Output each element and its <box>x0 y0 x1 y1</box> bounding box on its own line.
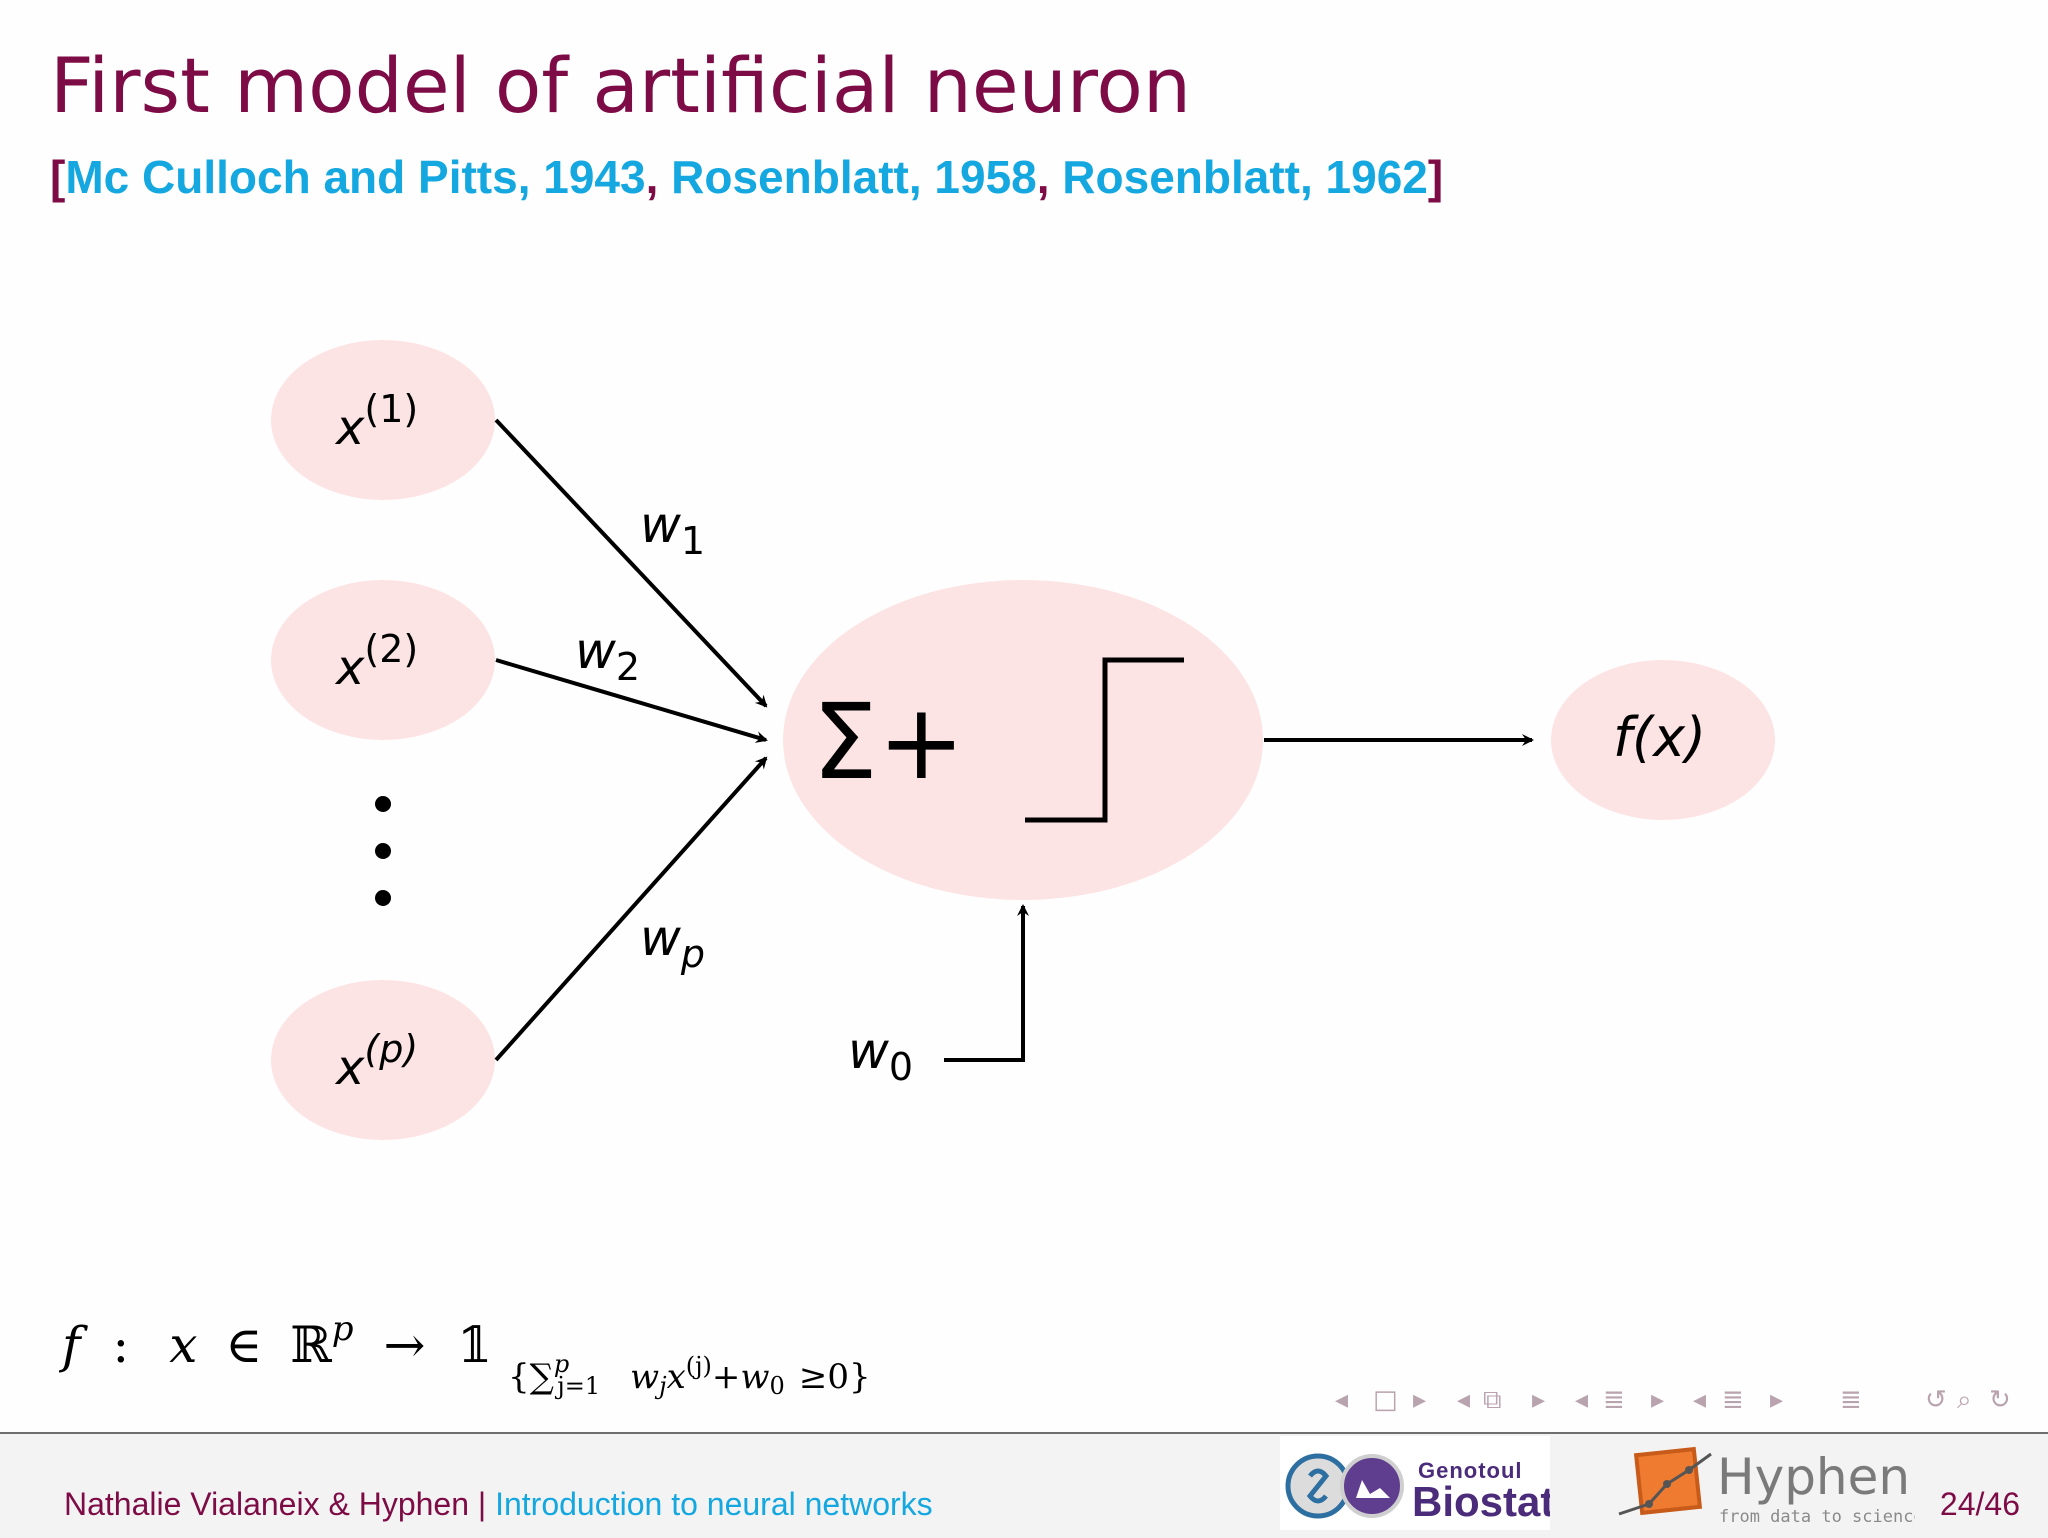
nav-toc-icon[interactable]: ≣ <box>1840 1385 1862 1415</box>
output-node <box>1551 660 1775 820</box>
citation-link-rosenblatt-1958[interactable]: Rosenblatt, 1958 <box>671 151 1037 203</box>
footer: Nathalie Vialaneix & Hyphen | Introducti… <box>0 1432 2048 1538</box>
input-label-1: x(1) <box>334 387 418 456</box>
svg-text:Biostat: Biostat <box>1412 1478 1550 1525</box>
nav-search-icon[interactable]: ⌕ <box>1957 1385 1972 1415</box>
nav-prev-frame-icon[interactable]: ◂ <box>1335 1385 1349 1415</box>
sum-plus-symbol: Σ+ <box>812 681 965 803</box>
nav-forward-icon[interactable]: ↻ <box>1989 1385 2011 1415</box>
weight-label-w1: w1 <box>640 496 705 563</box>
citation-link-mcculloch[interactable]: Mc Culloch and Pitts, 1943 <box>65 151 646 203</box>
nav-prev-section-icon[interactable]: ◂ <box>1575 1385 1589 1415</box>
input-label-p: x(p) <box>334 1027 418 1096</box>
svg-text:Hyphen: Hyphen <box>1717 1448 1910 1506</box>
footer-authors: Nathalie Vialaneix & Hyphen <box>64 1486 469 1522</box>
nav-frame-icon[interactable]: □ <box>1373 1385 1398 1415</box>
output-label: f(x) <box>1613 706 1706 769</box>
nav-slide-icon[interactable]: ⧉ <box>1483 1385 1502 1415</box>
svg-text:Genotoul: Genotoul <box>1418 1458 1523 1483</box>
weight-label-w2: w2 <box>575 622 640 689</box>
logo-circle-right-icon <box>1340 1454 1404 1518</box>
svg-text:from data to science: from data to science <box>1719 1507 1915 1527</box>
edge-x1 <box>494 418 768 708</box>
input-node-1 <box>271 340 495 500</box>
nav-next-subsection-icon[interactable]: ▸ <box>1770 1385 1784 1415</box>
nav-next-frame-icon[interactable]: ▸ <box>1413 1385 1427 1415</box>
footer-talk-title[interactable]: Introduction to neural networks <box>495 1486 933 1522</box>
input-label-2: x(2) <box>334 627 418 696</box>
weight-label-wp: wp <box>640 909 705 976</box>
nav-prev-slide-icon[interactable]: ◂ <box>1457 1385 1471 1415</box>
genotoul-biostat-logo: Genotoul Biostat <box>1280 1436 1550 1530</box>
slide-title: First model of artificial neuron <box>50 41 1192 130</box>
citation-line: [Mc Culloch and Pitts, 1943, Rosenblatt,… <box>50 150 1443 204</box>
hyphen-logo: Hyphen from data to science <box>1618 1446 1915 1527</box>
beamer-nav-bar: ◂ □ ▸ ◂ ⧉ ▸ ◂ ≣ ▸ ◂ ≣ ▸ ≣ ↺ ⌕ ↻ <box>1335 1385 2035 1421</box>
ellipsis-dot <box>375 843 391 859</box>
footer-caption: Nathalie Vialaneix & Hyphen | Introducti… <box>64 1486 933 1523</box>
input-node-p <box>271 980 495 1140</box>
footer-separator: | <box>469 1486 496 1522</box>
page-number: 24/46 <box>1939 1486 2020 1522</box>
nav-next-slide-icon[interactable]: ▸ <box>1532 1385 1546 1415</box>
edge-xp <box>494 756 768 1062</box>
input-node-2 <box>271 580 495 740</box>
step-activation-icon <box>1025 657 1184 823</box>
nav-section-icon[interactable]: ≣ <box>1603 1385 1625 1415</box>
ellipsis-dot <box>375 890 391 906</box>
citation-separator: , <box>1036 151 1063 203</box>
citation-link-rosenblatt-1962[interactable]: Rosenblatt, 1962 <box>1062 151 1428 203</box>
nav-prev-subsection-icon[interactable]: ◂ <box>1693 1385 1707 1415</box>
citation-separator: , <box>645 151 672 203</box>
nav-next-section-icon[interactable]: ▸ <box>1651 1385 1665 1415</box>
edge-x2 <box>495 658 768 743</box>
nav-subsection-icon[interactable]: ≣ <box>1722 1385 1744 1415</box>
citation-open-bracket: [ <box>50 151 66 203</box>
edge-bias <box>944 904 1029 1062</box>
ellipsis-dot <box>375 796 391 812</box>
nav-back-icon[interactable]: ↺ <box>1925 1385 1947 1415</box>
citation-close-bracket: ] <box>1427 151 1444 203</box>
bias-label-w0: w0 <box>848 1022 913 1089</box>
